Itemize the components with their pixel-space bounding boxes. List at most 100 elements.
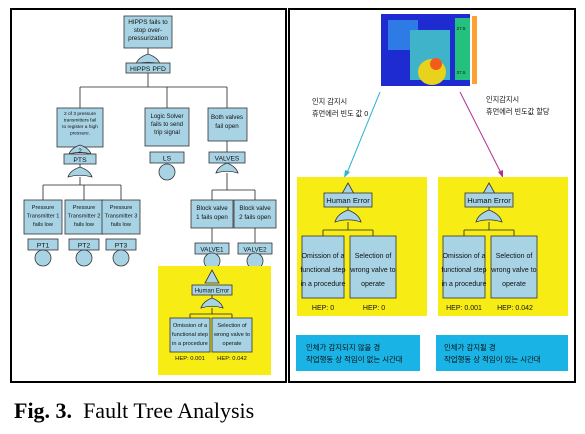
pt3-line: Pressure — [110, 205, 132, 211]
ls-label: LS — [163, 156, 172, 163]
pt3-basic-event — [112, 249, 130, 267]
valve2-box — [233, 199, 277, 229]
pt1-line: Transmitter 1 — [27, 214, 60, 220]
valves-line: Both valves — [211, 114, 243, 121]
valves-label: VALVES — [215, 156, 240, 163]
tree-right-hep-selection: HEP: 0.042 — [497, 305, 533, 312]
pts-vote-value: 2 — [78, 148, 82, 155]
tree-left-hep-selection: HEP: 0 — [363, 305, 385, 312]
pts-line: to register a high — [62, 124, 98, 130]
valve2-label: VALVE2 — [243, 247, 267, 254]
thermal-person-heat — [430, 58, 442, 70]
label-left-line: 인지 감지시 — [312, 97, 347, 106]
pts-line: transmitters fail — [64, 118, 97, 124]
pt1-line: Pressure — [32, 205, 54, 211]
tree-right-selection-line: wrong valve to — [490, 267, 536, 274]
tree-right-selection-line: operate — [502, 281, 526, 288]
caption-text: Fault Tree Analysis — [83, 398, 255, 423]
ls-line: trip signal — [154, 130, 180, 136]
thermal-scale-top: 27.5 — [457, 26, 466, 31]
valve2-line: 2 fails open — [239, 214, 271, 221]
tree-left-omission-box — [301, 235, 345, 299]
tree-right-omission-line: functional step — [441, 267, 486, 274]
pt2-basic-event — [75, 249, 93, 267]
note-left-line: 작업행동 상 적임이 없는 시간대 — [306, 355, 403, 364]
ls-label-box — [149, 151, 185, 164]
valves-box — [207, 107, 248, 142]
pts-vote-gate — [68, 144, 92, 155]
tree-right-omission-line: in a procedure — [442, 281, 487, 288]
tree-left-title: Human Error — [326, 196, 370, 205]
valve1-line: Block valve — [196, 205, 228, 212]
tree-left-selection-line: wrong valve to — [349, 267, 395, 274]
tree-left-or-gate — [334, 209, 362, 223]
omission-line: in a procedure — [172, 341, 208, 347]
tree-left-omission-line: Omission of a — [302, 253, 345, 260]
ls-basic-event — [158, 163, 176, 181]
tree-left-selection-line: Selection of — [355, 253, 392, 260]
pt2-box — [64, 199, 104, 235]
tree-right-selection-box — [490, 235, 538, 299]
tree-right-or-gate — [475, 209, 503, 223]
pt3-line: fails low — [111, 222, 132, 228]
human-error-or-gate — [200, 297, 224, 309]
pt1-basic-event — [34, 249, 52, 267]
valves-and-gate — [215, 162, 239, 174]
tree-left-omission-line: in a procedure — [301, 281, 346, 288]
human-error-title: Human Error — [195, 289, 229, 295]
arrow-to-right-tree — [459, 91, 502, 174]
omission-line: Omission of a — [173, 323, 208, 329]
top-event-line: pressurization — [128, 35, 168, 42]
pt3-box — [101, 199, 141, 235]
tree-right-title: Human Error — [467, 196, 511, 205]
pt3-label: PT3 — [115, 243, 128, 250]
hep-omission: HEP: 0.001 — [175, 356, 205, 362]
top-event-label: HIPPS PFD — [130, 66, 166, 73]
pt1-box — [23, 199, 63, 235]
label-right-line: 휴먼에러 빈도값 할당 — [486, 107, 550, 116]
selection-line: operate — [223, 341, 242, 347]
note-right-box — [436, 335, 568, 371]
pts-label: PTS — [73, 157, 87, 164]
caption-label: Fig. 3. — [14, 398, 73, 423]
thermal-scale-gradient — [472, 16, 477, 84]
thermal-scale-bottom: 37.5 — [457, 70, 466, 75]
valve1-box — [190, 199, 234, 229]
label-left-line: 휴먼에러 빈도 값 0 — [312, 109, 368, 118]
figure-caption: Fig. 3. Fault Tree Analysis — [14, 398, 254, 424]
top-or-gate — [135, 53, 161, 65]
pt1-line: fails low — [33, 222, 54, 228]
omission-box — [169, 317, 211, 353]
note-right-line: 작업행동 상 적임이 있는 시간대 — [444, 355, 541, 364]
tree-left-selection-box — [349, 235, 397, 299]
arrow-to-left-tree — [346, 91, 381, 174]
selection-box — [211, 317, 253, 353]
valve1-line: 1 fails open — [196, 214, 228, 221]
pt2-line: fails low — [74, 222, 95, 228]
note-left-line: 인체가 감지되지 않을 경 — [306, 343, 380, 352]
top-event-line: stop over- — [134, 27, 162, 34]
arrow-head-right — [498, 170, 503, 178]
top-event-line: HIPPS fails to — [128, 19, 168, 26]
tree-left-selection-line: operate — [361, 281, 385, 288]
note-right-line: 인체가 감지될 경 — [444, 343, 496, 352]
pts-line: pressure. — [70, 131, 90, 137]
valve1-label: VALVE1 — [200, 247, 224, 254]
pts-line: 2 of 3 pressure — [64, 111, 96, 117]
omission-line: functional step — [172, 332, 208, 338]
ls-line: Logic Solver — [150, 114, 183, 120]
tree-left-omission-line: functional step — [300, 267, 345, 274]
tree-right-omission-line: Omission of a — [443, 253, 486, 260]
ls-line: fails to send — [151, 122, 183, 128]
top-event-box — [123, 15, 173, 49]
pt2-label: PT2 — [78, 243, 91, 250]
hep-selection: HEP: 0.042 — [217, 356, 247, 362]
selection-line: Selection of — [217, 323, 247, 329]
tree-right-omission-box — [442, 235, 486, 299]
label-right-line: 인지감지시 — [486, 95, 519, 104]
valves-line: fail open — [215, 123, 239, 130]
human-error-transfer — [204, 269, 220, 284]
valve2-line: Block valve — [239, 205, 271, 212]
